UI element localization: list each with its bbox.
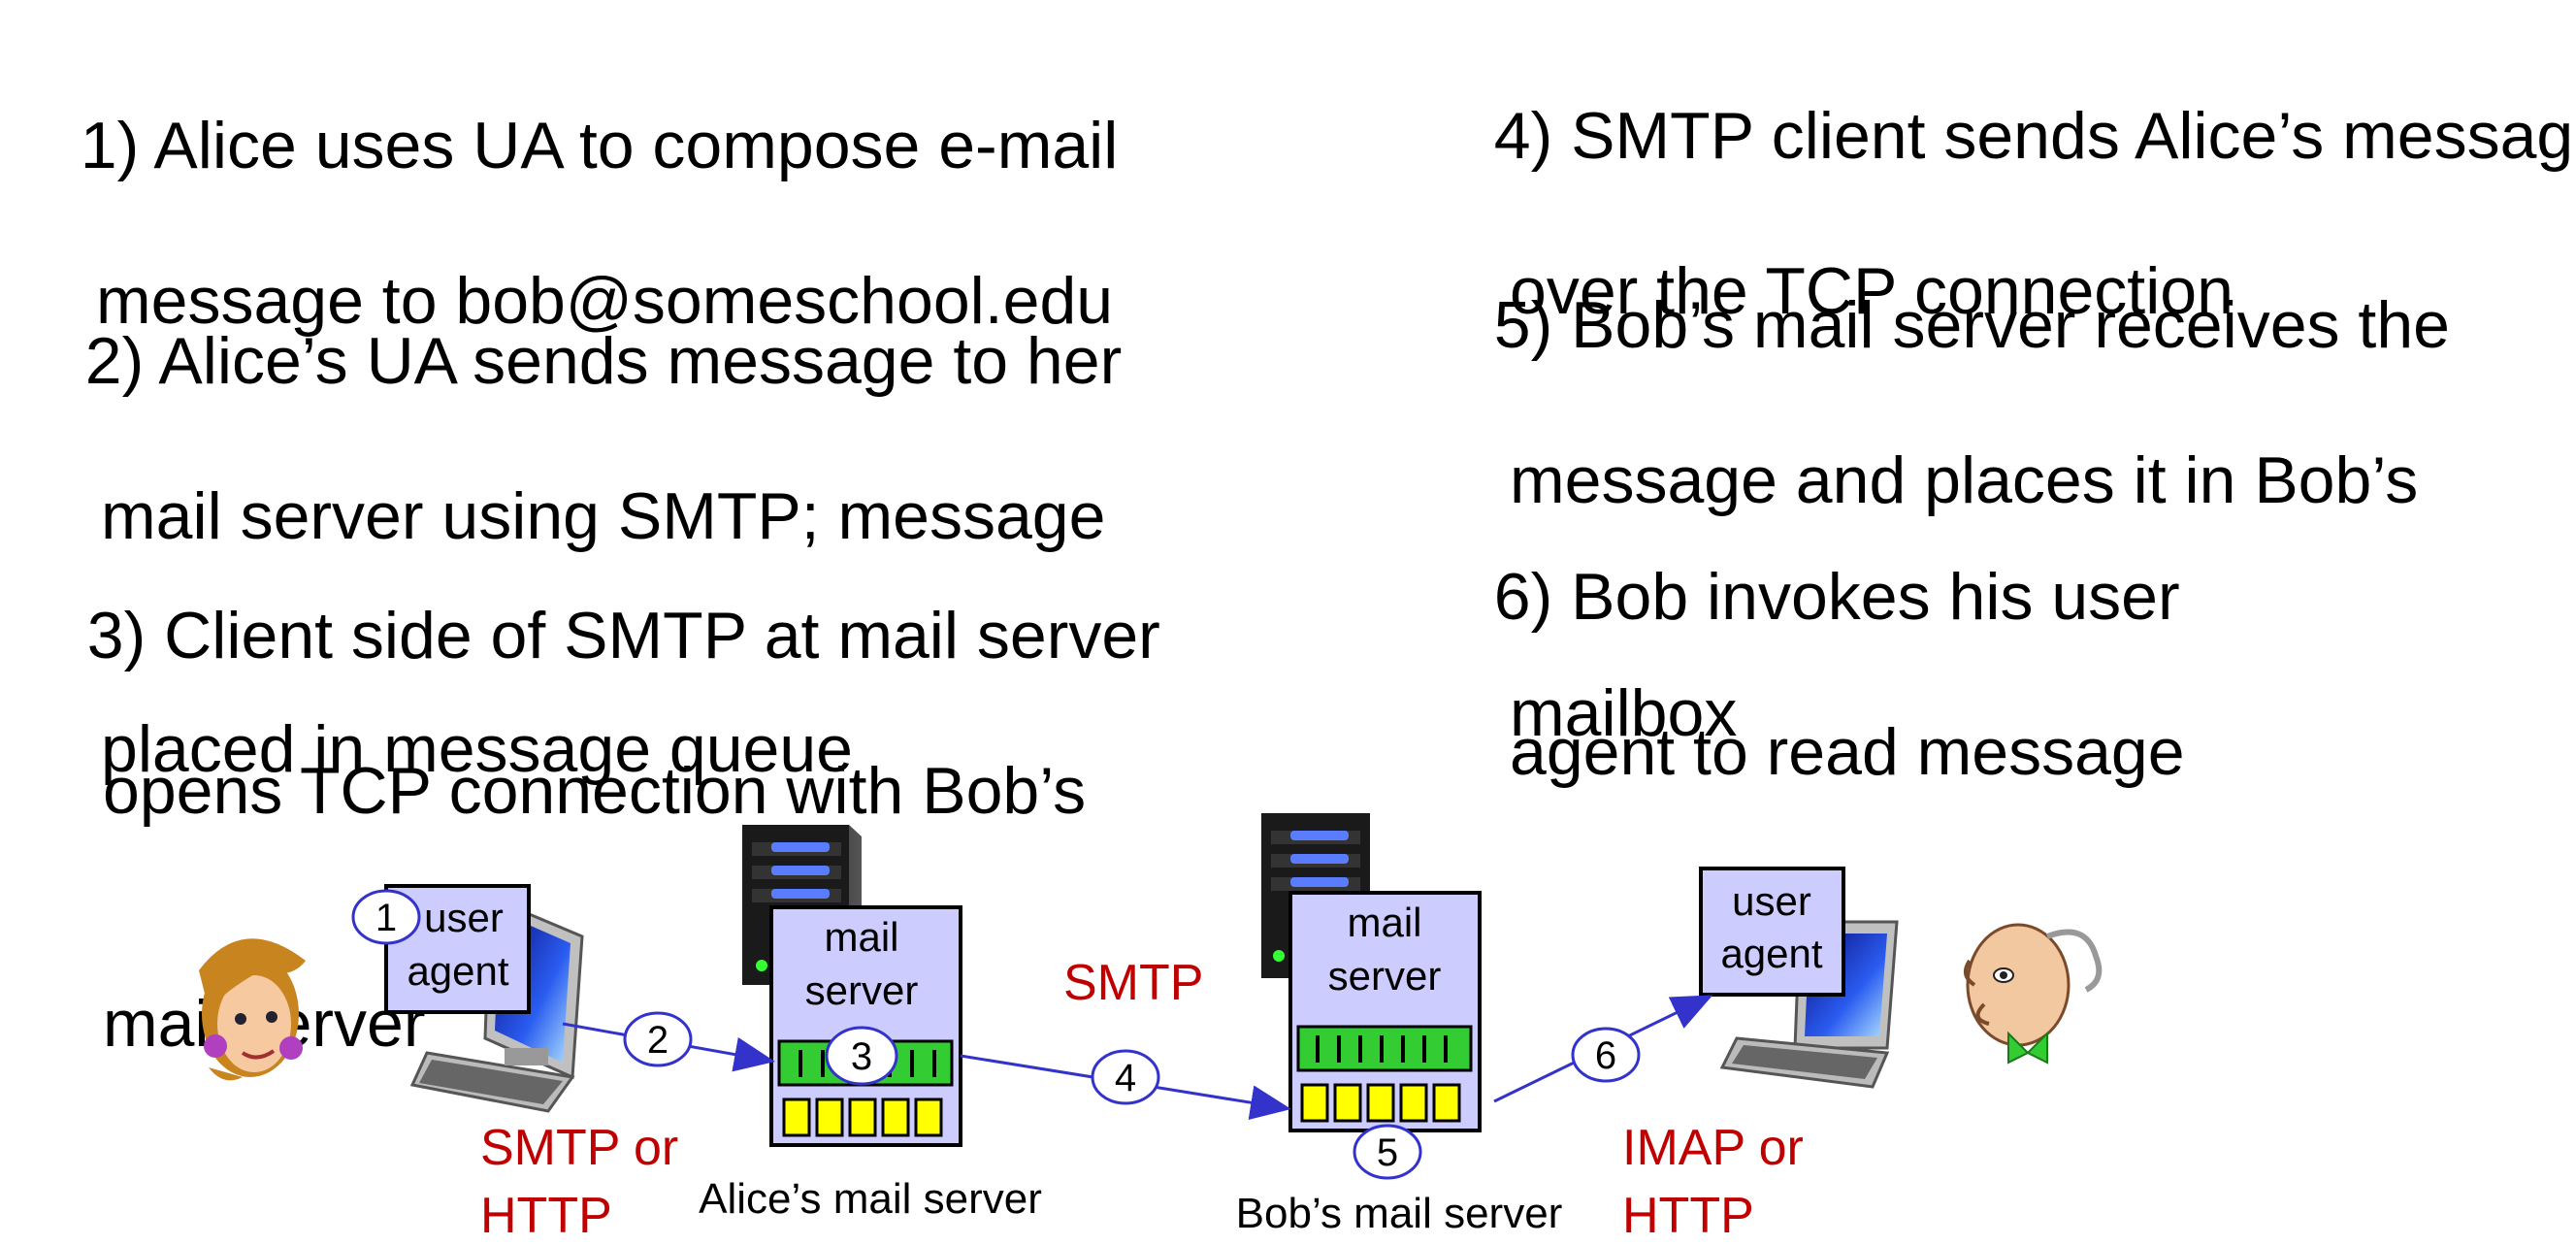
protocol-middle: SMTP bbox=[1063, 955, 1203, 1011]
step-5-line-1: 5) Bob’s mail server receives the bbox=[1493, 288, 2450, 362]
bob-ua-label-1: user bbox=[1732, 878, 1811, 924]
step-6-line-2: agent to read message bbox=[1510, 715, 2185, 789]
step-5-line-2: message and places it in Bob’s bbox=[1510, 443, 2419, 517]
step-3-line-1: 3) Client side of SMTP at mail server bbox=[86, 599, 1160, 672]
alice-person-icon bbox=[199, 938, 306, 1081]
alice-server-label-1: mail bbox=[824, 914, 898, 960]
bob-server-label-1: mail bbox=[1347, 900, 1421, 945]
marker-3: 3 bbox=[825, 1026, 898, 1086]
step-1-line-2: message to bob@someschool.edu bbox=[96, 264, 1114, 338]
step-5: 5) Bob’s mail server receives the messag… bbox=[1457, 209, 2450, 830]
marker-1: 1 bbox=[351, 889, 421, 945]
step-1-line-1: 1) Alice uses UA to compose e-mail bbox=[80, 109, 1119, 182]
svg-text:5: 5 bbox=[1377, 1131, 1398, 1174]
step-5-line-3: mailbox bbox=[1510, 676, 1738, 750]
svg-text:2: 2 bbox=[647, 1019, 668, 1062]
alice-server-label-2: server bbox=[805, 967, 919, 1013]
svg-text:3: 3 bbox=[851, 1035, 872, 1078]
protocol-left-line-2: HTTP bbox=[480, 1188, 612, 1244]
bob-server-label-2: server bbox=[1328, 953, 1442, 999]
step-4-line-2: over the TCP connection bbox=[1510, 254, 2234, 328]
svg-text:4: 4 bbox=[1115, 1057, 1136, 1099]
marker-2: 2 bbox=[623, 1011, 693, 1067]
alice-ua-label-2: agent bbox=[407, 948, 508, 994]
protocol-left-line-1: SMTP or bbox=[480, 1120, 678, 1176]
bob-queue bbox=[1296, 1025, 1473, 1072]
step-3-line-2: opens TCP connection with Bob’s bbox=[103, 754, 1087, 828]
step-2: 2) Alice’s UA sends message to her mail … bbox=[49, 245, 1122, 866]
step-4-line-1: 4) SMTP client sends Alice’s message bbox=[1493, 99, 2576, 173]
bob-server-caption: Bob’s mail server bbox=[1236, 1190, 1563, 1237]
bob-user-agent-box: user agent bbox=[1699, 867, 1845, 997]
step-2-line-1: 2) Alice’s UA sends message to her bbox=[84, 324, 1123, 398]
marker-6: 6 bbox=[1571, 1027, 1641, 1083]
bob-mailbox-slots bbox=[1300, 1083, 1461, 1123]
alice-ua-label-1: user bbox=[424, 895, 504, 940]
alice-mailbox-slots bbox=[782, 1098, 943, 1137]
step-6: 6) Bob invokes his user agent to read me… bbox=[1457, 480, 2185, 868]
protocol-right-line-2: HTTP bbox=[1622, 1188, 1754, 1244]
bob-person-icon bbox=[1964, 923, 2103, 1065]
step-4: 4) SMTP client sends Alice’s message ove… bbox=[1457, 19, 2576, 408]
alice-mail-server-box: mail server bbox=[769, 905, 962, 1147]
bob-ua-label-2: agent bbox=[1720, 931, 1822, 976]
svg-text:6: 6 bbox=[1595, 1034, 1616, 1077]
alice-computer-icon bbox=[409, 895, 584, 1113]
svg-text:1: 1 bbox=[375, 897, 397, 939]
step-2-line-3: placed in message queue bbox=[101, 712, 853, 786]
step-2-line-2: mail server using SMTP; message bbox=[101, 479, 1106, 553]
bob-mail-server-box: mail server bbox=[1288, 891, 1482, 1132]
alice-server-caption: Alice’s mail server bbox=[699, 1175, 1042, 1223]
protocol-right-line-1: IMAP or bbox=[1622, 1120, 1804, 1176]
step-6-line-1: 6) Bob invokes his user bbox=[1493, 560, 2180, 634]
marker-4: 4 bbox=[1091, 1049, 1160, 1105]
marker-5: 5 bbox=[1353, 1124, 1422, 1180]
step-1: 1) Alice uses UA to compose e-mail messa… bbox=[44, 29, 1119, 417]
